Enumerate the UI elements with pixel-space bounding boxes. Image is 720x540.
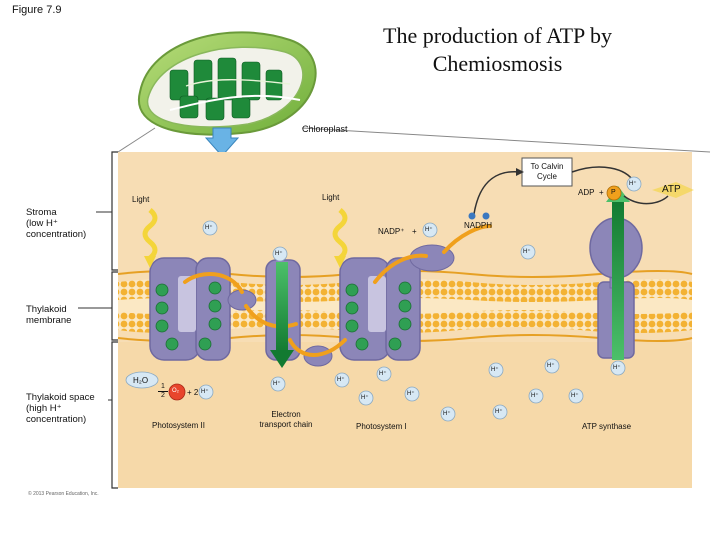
h-ion-label-space-12: H⁺ (571, 393, 579, 399)
h-ion-label-stroma-3: H⁺ (425, 227, 433, 233)
h-ion-label-space-4: H⁺ (379, 371, 387, 377)
zoom-line-left (117, 127, 156, 153)
half-numerator: 1 (158, 383, 168, 392)
calvin-cycle-label: To Calvin Cycle (522, 162, 572, 182)
zoom-line-right (301, 127, 711, 153)
photosystem-i-label: Photosystem I (356, 422, 407, 431)
proton-arrow-cytochrome (270, 262, 294, 368)
membrane-label-line-1: Thylakoid (26, 304, 67, 315)
h-ion-label-space-2: H⁺ (273, 381, 281, 387)
h-ion-circles (198, 176, 642, 422)
membrane-label-line-2: membrane (26, 315, 72, 326)
h-ion-label-space-6: H⁺ (407, 391, 415, 397)
photosystem-i-complex (339, 257, 421, 361)
stroma-label: Stroma (low H⁺ concentration) (26, 207, 86, 240)
calvin-line-1: To Calvin (530, 162, 564, 171)
space-bracket (111, 341, 118, 489)
calvin-cycle-box (521, 157, 573, 187)
thylakoid-space-label-line-3: concentration) (26, 414, 87, 425)
title-line-1: The production of ATP by (383, 23, 612, 48)
two-h-label: + 2 (187, 388, 199, 397)
nadp-label: NADP⁺ (378, 227, 405, 236)
copyright-notice: © 2013 Pearson Education, Inc. (28, 491, 99, 497)
h-ion-label-stroma-4: H⁺ (523, 249, 531, 255)
phosphate-label: P (611, 189, 616, 196)
electron-chain-line-2: transport chain (259, 420, 313, 429)
atp-output-arrow (623, 195, 669, 205)
light-squiggle-right (332, 208, 348, 268)
electron-flow-path (183, 224, 492, 357)
h-ion-label-space-13: H⁺ (613, 365, 621, 371)
calvin-line-2: Cycle (536, 172, 557, 181)
h-ion-label-space-9: H⁺ (495, 409, 503, 415)
photosystem-ii-complex (149, 257, 231, 361)
slide-title: The production of ATP by Chemiosmosis (355, 22, 640, 78)
half-fraction: 1 2 (158, 383, 168, 400)
light-label-right: Light (322, 193, 340, 202)
electron-chain-label: Electron transport chain (244, 410, 328, 430)
nadph-electron-dot-2 (482, 212, 490, 220)
atp-label: ATP (662, 184, 681, 195)
thylakoid-space-label: Thylakoid space (high H⁺ concentration) (26, 392, 95, 425)
half-denominator: 2 (161, 392, 165, 399)
zoom-arrow (204, 127, 240, 157)
membrane-label: Thylakoid membrane (26, 304, 71, 326)
h-ion-label-stroma-1: H⁺ (205, 225, 213, 231)
atp-synthase-label: ATP synthase (582, 422, 632, 431)
water-label: H₂O (133, 376, 149, 385)
thylakoid-space-label-line-2: (high H⁺ (26, 403, 62, 414)
nadph-to-calvin-arrow (473, 170, 521, 215)
figure-label: Figure 7.9 (12, 4, 62, 16)
h-ion-label-space-7: H⁺ (443, 411, 451, 417)
membrane-bracket (111, 271, 118, 341)
h-ion-label-stroma-2: H⁺ (275, 251, 283, 257)
phosphate-circle (606, 185, 622, 201)
oxygen-molecule (168, 383, 186, 401)
adp-label: ADP (578, 188, 595, 197)
light-label-left: Light (132, 195, 150, 204)
atp-callout (652, 182, 694, 198)
stroma-label-line-3: concentration) (26, 229, 87, 240)
stroma-label-line-1: Stroma (26, 207, 57, 218)
photosystem-ii-label: Photosystem II (152, 421, 205, 430)
nadph-electron-dot-1 (468, 212, 476, 220)
chloroplast-illustration (137, 31, 317, 136)
title-line-2: Chemiosmosis (432, 51, 563, 76)
thylakoid-space-region (118, 342, 692, 488)
nadph-to-calvin-arrowhead (516, 168, 524, 176)
h-ion-label-space-11: H⁺ (547, 363, 555, 369)
h-ion-label-stroma-5: H⁺ (629, 181, 637, 187)
stroma-bracket (111, 151, 118, 271)
oxygen-label: O₂ (172, 388, 179, 394)
h-ion-label-space-5: H⁺ (361, 395, 369, 401)
water-molecule (125, 371, 159, 389)
nadp-plus-label: + (412, 227, 417, 236)
electron-chain-line-1: Electron (271, 410, 301, 419)
adp-plus-label: + (599, 188, 604, 197)
h-ion-label-space-8: H⁺ (491, 367, 499, 373)
chloroplast-label: Chloroplast (302, 124, 348, 134)
stroma-label-line-2: (low H⁺ (26, 218, 58, 229)
thylakoid-space-label-line-1: Thylakoid space (26, 392, 95, 403)
h-ion-label-space-3: H⁺ (337, 377, 345, 383)
light-squiggle-left (142, 208, 158, 268)
nadph-label: NADPH (464, 221, 493, 230)
h-ion-label-space-1: H⁺ (201, 389, 209, 395)
h-ion-label-space-10: H⁺ (531, 393, 539, 399)
